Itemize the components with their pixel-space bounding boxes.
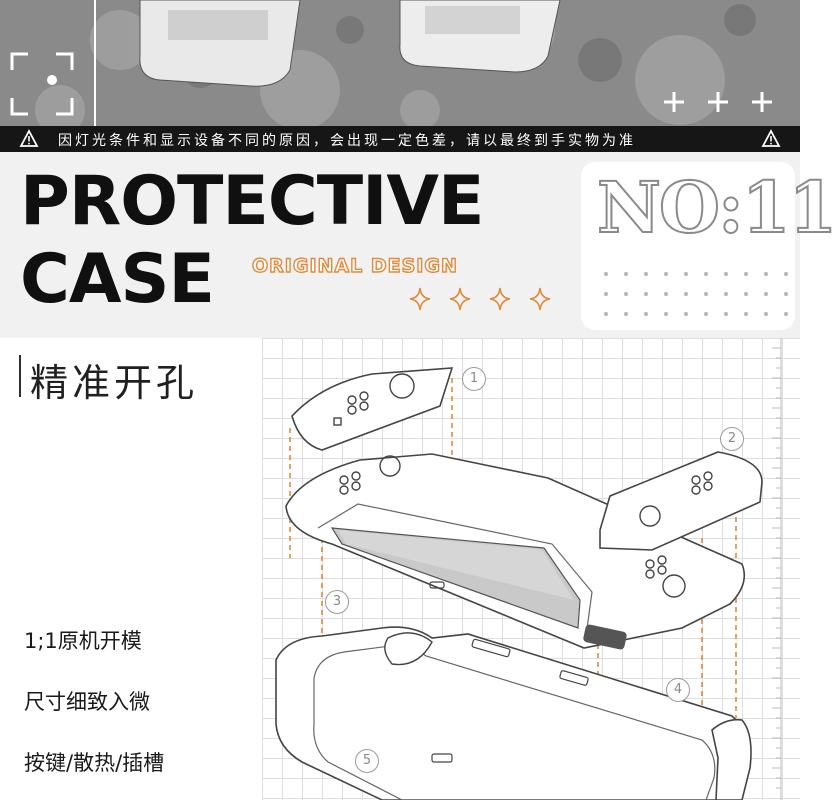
callout-number: 2	[720, 427, 744, 451]
color-notice-bar: 因灯光条件和显示设备不同的原因，会出现一定色差，请以最终到手实物为准	[0, 126, 800, 152]
sparkle-icon	[409, 287, 551, 311]
dot-grid	[604, 272, 788, 316]
callout-number: 1	[462, 367, 486, 391]
exploded-case-diagram	[275, 367, 763, 800]
callout-number: 3	[325, 590, 349, 614]
model-number: NO:11	[596, 165, 835, 250]
section-title: 精准开孔	[30, 361, 199, 405]
section-accent-bar	[19, 355, 21, 397]
hero-photo	[0, 0, 800, 135]
title-case: CASE	[20, 240, 215, 319]
feature-2: 尺寸细致入微	[24, 690, 150, 714]
callout-number: 4	[666, 678, 690, 702]
feature-1: 1;1原机开模	[24, 629, 142, 653]
model-number-card	[581, 162, 795, 330]
subtitle-original-design: ORIGINAL DESIGN	[251, 254, 458, 277]
feature-3: 按键/散热/插槽	[24, 751, 165, 775]
plus-icon	[664, 92, 772, 112]
warning-icon	[761, 129, 781, 147]
measure-ruler	[772, 338, 782, 800]
callout-number: 5	[355, 749, 379, 773]
camera-focus-icon	[10, 52, 74, 116]
title-protective: PROTECTIVE	[20, 162, 485, 241]
color-notice-text: 因灯光条件和显示设备不同的原因，会出现一定色差，请以最终到手实物为准	[58, 133, 636, 149]
warning-icon	[19, 129, 39, 147]
